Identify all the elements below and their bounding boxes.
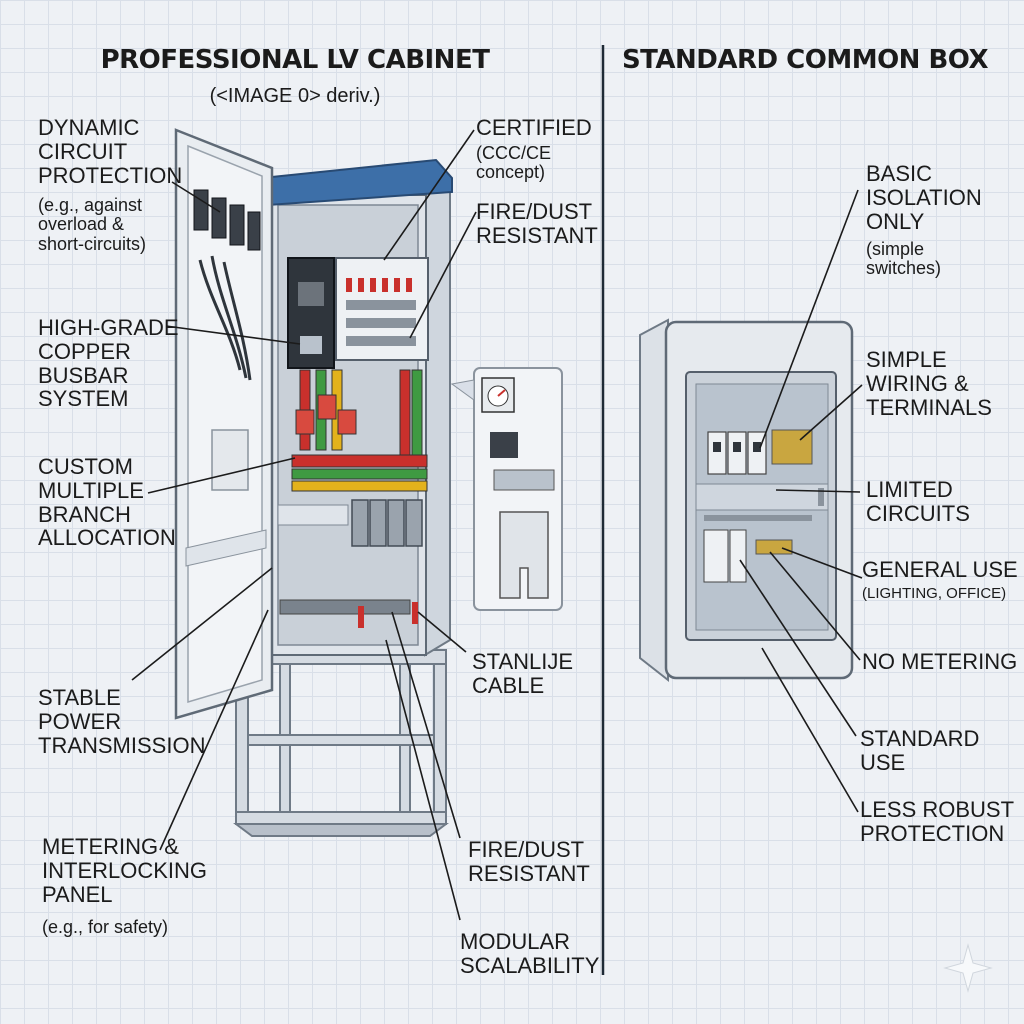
cabinet-side xyxy=(424,178,451,657)
label-custom-branch: CUSTOM MULTIPLE BRANCH ALLOCATION xyxy=(38,454,176,551)
label-certified-note: (CCC/CE concept) xyxy=(476,143,551,183)
cable-terminals xyxy=(279,599,411,615)
simple-switches xyxy=(707,431,767,475)
label-general-use: GENERAL USE xyxy=(862,557,1018,582)
label-basic-isolation: BASIC ISOLATION ONLY xyxy=(866,161,982,234)
copper-busbars xyxy=(291,369,428,492)
left-panel-subtitle: (<IMAGE 0> deriv.) xyxy=(209,85,381,107)
label-simple-wiring: SIMPLE WIRING & TERMINALS xyxy=(866,347,992,420)
right-leader-lines xyxy=(739,189,863,813)
left-panel-title: PROFESSIONAL LV CABINET xyxy=(100,45,490,75)
label-modular-scalability: MODULAR SCALABILITY xyxy=(460,929,600,978)
label-limited-circuits: LIMITED CIRCUITS xyxy=(866,477,970,526)
label-standard-use: STANDARD USE xyxy=(860,726,980,775)
label-less-robust: LESS ROBUST PROTECTION xyxy=(860,797,1015,846)
sparkle-icon xyxy=(943,943,993,993)
common-box-illustration xyxy=(639,318,854,683)
door-modules xyxy=(193,189,261,251)
label-copper-busbar: HIGH-GRADE COPPER BUSBAR SYSTEM xyxy=(38,315,179,412)
label-stable-power: STABLE POWER TRANSMISSION xyxy=(38,685,206,758)
label-basic-isolation-note: (simple switches) xyxy=(866,239,942,279)
label-fire-dust-top: FIRE/DUST RESISTANT xyxy=(476,199,598,248)
label-metering-panel: METERING & INTERLOCKING PANEL xyxy=(42,834,208,907)
label-stanlije-cable: STANLIJE CABLE xyxy=(472,649,574,698)
label-no-metering: NO METERING xyxy=(862,649,1018,674)
left-leader-lines xyxy=(131,129,477,921)
label-general-use-note: (LIGHTING, OFFICE) xyxy=(862,585,1007,602)
lv-cabinet-illustration xyxy=(174,128,563,837)
right-panel-title: STANDARD COMMON BOX xyxy=(621,45,989,75)
label-certified: CERTIFIED xyxy=(476,115,592,140)
label-metering-note: (e.g., for safety) xyxy=(42,917,169,937)
label-dynamic-protection: DYNAMIC CIRCUIT PROTECTION xyxy=(38,115,183,188)
label-fire-dust-bottom: FIRE/DUST RESISTANT xyxy=(468,837,590,886)
branch-breakers xyxy=(351,499,423,547)
label-dynamic-protection-note: (e.g., against overload & short-circuits… xyxy=(38,195,147,254)
cabinet-stand xyxy=(233,649,449,837)
